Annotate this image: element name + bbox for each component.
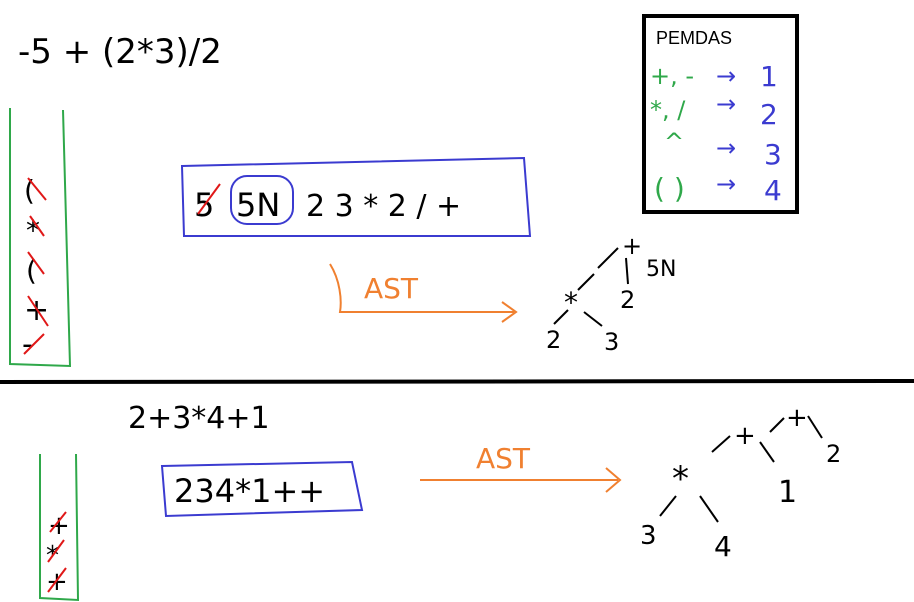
pemdas-row-level: 1 <box>760 60 778 93</box>
top-stack-crossouts <box>23 177 49 355</box>
ast-annotation: 5N <box>646 257 676 282</box>
ast-edges <box>553 247 629 327</box>
ast-node: + <box>786 403 808 433</box>
top-stack-item: - <box>22 327 33 362</box>
bottom-postfix: 234*1++ <box>174 472 325 510</box>
crossout-mark <box>197 183 221 215</box>
pemdas-box: PEMDAS +, - → 1 *, / → 2 ^ → 3 ( ) → 4 <box>642 14 799 214</box>
top-postfix-rest: 2 3 * 2 / + <box>306 189 461 224</box>
ast-node: * <box>672 459 689 499</box>
top-ast-label: AST <box>364 272 419 305</box>
pemdas-row-level: 2 <box>760 98 778 131</box>
ast-node: + <box>734 421 756 451</box>
top-postfix-circled-token: 5N <box>236 186 280 224</box>
bottom-stack-item: + <box>48 511 70 541</box>
ast-node: 3 <box>604 328 619 356</box>
bottom-ast-arrow: AST <box>420 442 622 493</box>
arrow-icon: → <box>716 62 736 90</box>
top-operator-stack: ( * ( + - <box>9 108 72 368</box>
pemdas-row-level: 3 <box>764 138 782 171</box>
ast-node: + <box>622 232 642 260</box>
arrow-icon: → <box>716 170 736 198</box>
pemdas-title: PEMDAS <box>656 28 732 48</box>
section-divider <box>0 379 914 384</box>
top-stack-item: ( <box>24 174 35 207</box>
ast-node: * <box>564 286 578 319</box>
pemdas-row-ops: ( ) <box>654 172 685 205</box>
ast-node: 4 <box>714 530 732 563</box>
arrow-icon: → <box>716 134 736 162</box>
top-stack-item: ( <box>26 254 37 287</box>
pemdas-row-level: 4 <box>764 174 782 207</box>
ast-node: 2 <box>826 440 841 468</box>
ast-node: 2 <box>546 326 561 354</box>
ast-node: 3 <box>640 521 657 551</box>
top-postfix-circle <box>230 175 294 225</box>
bottom-ast-tree: + 2 + 1 * 3 4 <box>640 403 841 563</box>
pemdas-border <box>642 14 799 214</box>
pemdas-row-ops: *, / <box>650 96 686 124</box>
ast-node: 2 <box>620 286 635 314</box>
top-ast-arrow: AST <box>329 263 518 323</box>
bottom-expression: 2+3*4+1 <box>128 401 270 436</box>
bottom-stack-crossouts <box>47 511 67 593</box>
top-ast-tree: + 5N * 2 2 3 <box>546 232 676 356</box>
pemdas-row-ops: +, - <box>650 62 694 90</box>
top-expression: -5 + (2*3)/2 <box>18 32 222 72</box>
bottom-ast-label: AST <box>476 442 531 475</box>
bottom-operator-stack: + * + <box>39 453 80 602</box>
arrow-icon: → <box>716 90 736 118</box>
bottom-postfix-box: 234*1++ <box>160 460 364 518</box>
top-stack-item: * <box>26 214 40 247</box>
top-postfix-box: 5 5N 2 3 * 2 / + <box>180 156 532 237</box>
ast-edges <box>659 415 823 523</box>
pemdas-row-ops: ^ <box>664 128 684 156</box>
ast-node: 1 <box>778 475 797 510</box>
